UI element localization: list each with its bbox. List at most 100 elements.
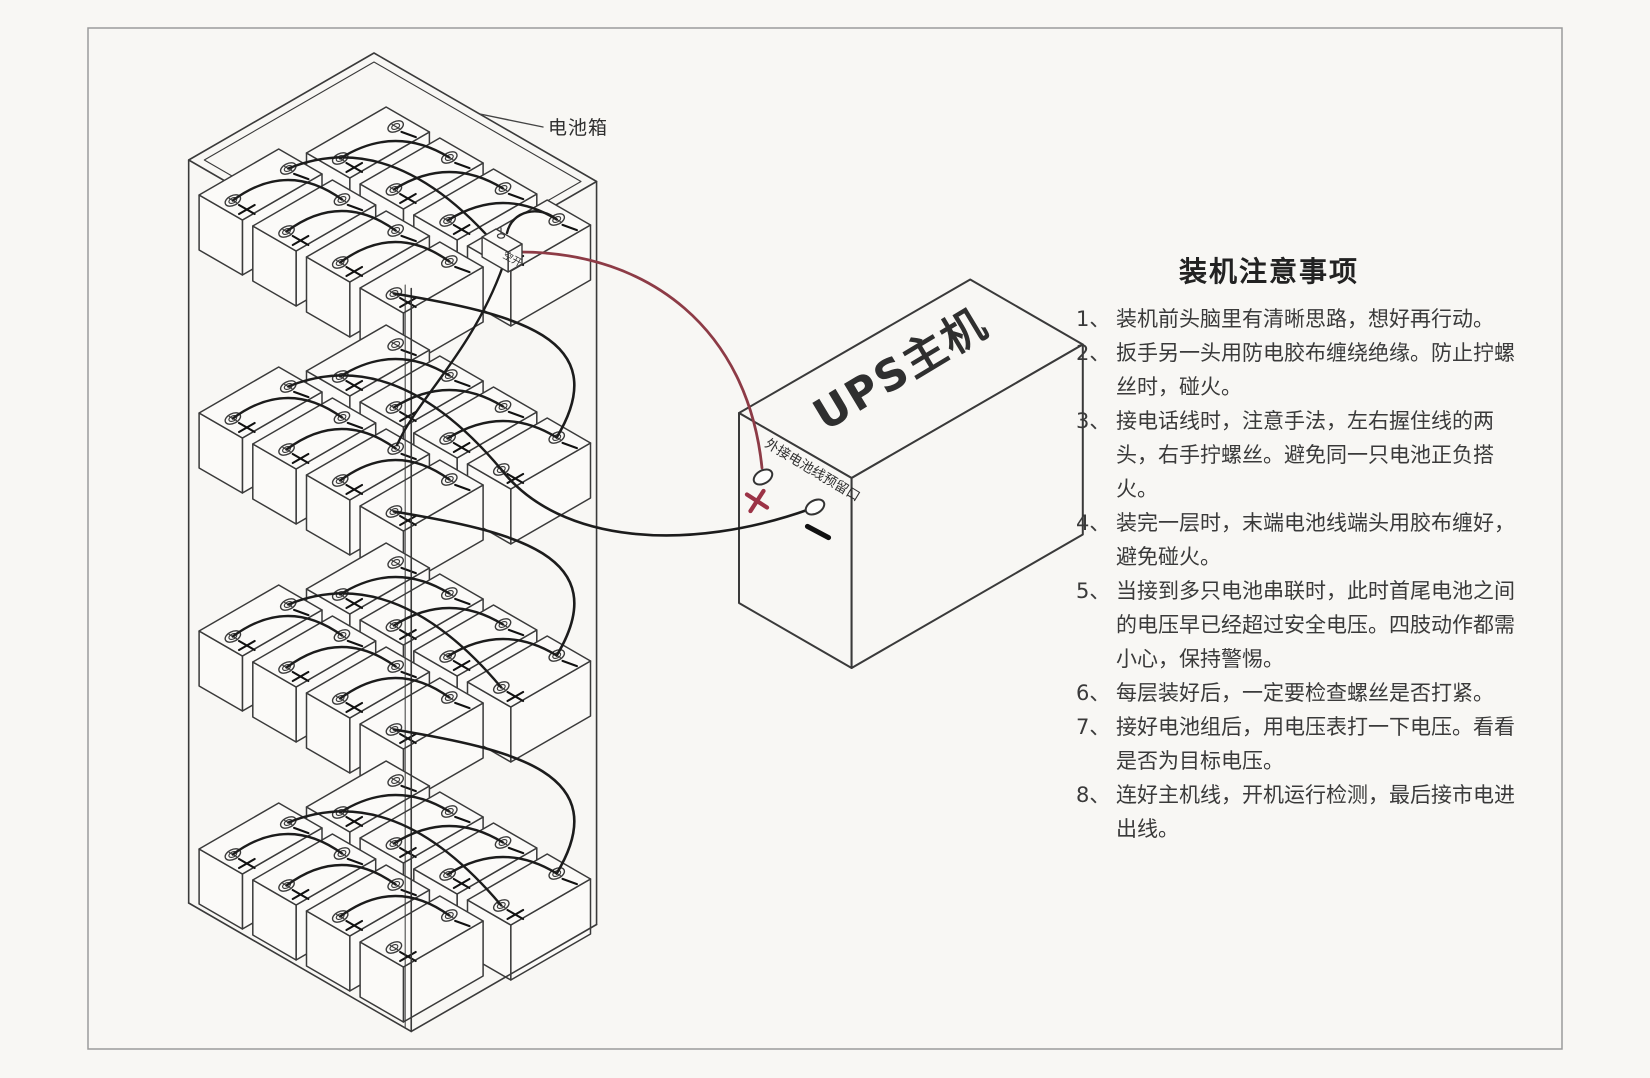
battery-plus-terminal (399, 628, 417, 641)
battery-plus-terminal (345, 379, 364, 392)
battery-minus-terminal (400, 234, 417, 243)
note-item: 8、连好主机线，开机运行检测，最后接市电进出线。 (1076, 778, 1518, 846)
battery-plus-terminal (399, 950, 417, 963)
circuit-breaker: 空开 (481, 227, 525, 273)
note-text: 接好电池组后，用电压表打一下电压。看看是否为目标电压。 (1116, 715, 1515, 773)
battery-minus-terminal (454, 919, 471, 928)
note-number: 1、 (1076, 307, 1111, 331)
note-number: 3、 (1076, 409, 1111, 433)
page-border (87, 27, 1563, 1050)
battery-minus-terminal (293, 608, 310, 617)
battery-minus-terminal (507, 846, 525, 855)
minus-symbol (804, 523, 832, 541)
battery-plus-terminal (452, 659, 471, 672)
battery-plus-terminal (399, 410, 417, 423)
battery-minus-terminal (454, 701, 471, 710)
battery-minus-terminal (561, 441, 578, 450)
note-item: 5、当接到多只电池串联时，此时首尾电池之间的电压早已经超过安全电压。四肢动作都需… (1076, 574, 1518, 676)
battery-minus-terminal (346, 639, 364, 648)
note-item: 1、装机前头脑里有清晰思路，想好再行动。 (1076, 302, 1518, 336)
ups-plus-terminal (744, 468, 774, 514)
battery-minus-terminal (400, 566, 417, 575)
battery-minus-terminal (293, 390, 310, 399)
battery-plus-terminal (237, 857, 256, 870)
interlayer-wires (392, 292, 576, 875)
note-number: 6、 (1076, 681, 1111, 705)
battery (466, 417, 592, 545)
notes-list: 1、装机前头脑里有清晰思路，想好再行动。2、扳手另一头用防电胶布缠绕绝缘。防止拧… (1076, 302, 1518, 846)
note-number: 7、 (1076, 715, 1111, 739)
ups-negative-wire (500, 468, 812, 537)
battery-plus-terminal (506, 908, 525, 921)
note-text: 当接到多只电池串联时，此时首尾电池之间的电压早已经超过安全电压。四肢动作都需小心… (1116, 579, 1515, 671)
battery-minus-terminal (293, 172, 310, 181)
note-text: 扳手另一头用防电胶布缠绕绝缘。防止拧螺丝时，碰火。 (1116, 341, 1515, 399)
battery-box-label: 电池箱 (548, 117, 608, 139)
battery-plus-terminal (399, 192, 417, 205)
battery-plus-terminal (291, 670, 310, 683)
breaker-output-wire (395, 264, 505, 447)
battery-minus-terminal (507, 628, 525, 637)
note-text: 接电话线时，注意手法，左右握住线的两头，右手拧螺丝。避免同一只电池正负搭火。 (1116, 409, 1494, 501)
battery-minus-terminal (507, 410, 525, 419)
note-item: 2、扳手另一头用防电胶布缠绕绝缘。防止拧螺丝时，碰火。 (1076, 336, 1518, 404)
note-text: 连好主机线，开机运行检测，最后接市电进出线。 (1116, 783, 1515, 841)
battery-plus-terminal (345, 815, 364, 828)
battery-plus-terminal (345, 265, 364, 278)
battery-minus-terminal (400, 130, 417, 139)
battery-plus-terminal (399, 514, 417, 527)
battery-minus-terminal (400, 784, 417, 793)
battery-minus-terminal (454, 265, 471, 274)
battery-jumper-wires (231, 139, 558, 918)
note-number: 4、 (1076, 511, 1111, 535)
battery-minus-terminal (400, 452, 417, 461)
battery-minus-terminal (293, 826, 310, 835)
battery-minus-terminal (561, 659, 578, 668)
battery-minus-terminal (400, 670, 417, 679)
battery-plus-terminal (237, 639, 256, 652)
battery-plus-terminal (237, 421, 256, 434)
note-item: 4、装完一层时，末端电池线端头用胶布缠好，避免碰火。 (1076, 506, 1518, 574)
battery-plus-terminal (345, 597, 364, 610)
battery-plus-terminal (345, 701, 364, 714)
battery-box-callout: 电池箱 (479, 113, 608, 139)
battery-minus-terminal (346, 857, 364, 866)
ups-unit: UPS主机 (738, 278, 1084, 669)
battery-minus-terminal (507, 192, 525, 201)
battery-minus-terminal (400, 888, 417, 897)
battery-plus-terminal (399, 732, 417, 745)
battery-plus-terminal (291, 234, 310, 247)
battery-minus-terminal (561, 223, 578, 232)
battery-plus-terminal (345, 161, 364, 174)
battery-minus-terminal (454, 815, 471, 824)
battery-plus-terminal (452, 441, 471, 454)
ups-minus-terminal (804, 498, 832, 541)
battery-minus-terminal (454, 597, 471, 606)
battery-minus-terminal (454, 379, 471, 388)
note-text: 每层装好后，一定要检查螺丝是否打紧。 (1116, 681, 1494, 705)
battery-minus-terminal (454, 161, 471, 170)
battery-plus-terminal (399, 846, 417, 859)
note-number: 2、 (1076, 341, 1111, 365)
battery-plus-terminal (506, 690, 525, 703)
battery-plus-terminal (399, 296, 417, 309)
note-item: 3、接电话线时，注意手法，左右握住线的两头，右手拧螺丝。避免同一只电池正负搭火。 (1076, 404, 1518, 506)
notes-title: 装机注意事项 (1178, 255, 1359, 288)
note-item: 7、接好电池组后，用电压表打一下电压。看看是否为目标电压。 (1076, 710, 1518, 778)
note-number: 5、 (1076, 579, 1111, 603)
battery-minus-terminal (454, 483, 471, 492)
battery-minus-terminal (346, 421, 364, 430)
battery-minus-terminal (561, 877, 578, 886)
battery-minus-terminal (346, 203, 364, 212)
battery-plus-terminal (345, 919, 364, 932)
note-item: 6、每层装好后，一定要检查螺丝是否打紧。 (1076, 676, 1518, 710)
note-text: 装完一层时，末端电池线端头用胶布缠好，避免碰火。 (1116, 511, 1515, 569)
battery-plus-terminal (452, 223, 471, 236)
ups-positive-wire (518, 250, 764, 470)
battery-plus-terminal (452, 877, 471, 890)
battery-plus-terminal (237, 203, 256, 216)
battery-plus-terminal (291, 452, 310, 465)
breaker-feed-wire (505, 210, 558, 235)
